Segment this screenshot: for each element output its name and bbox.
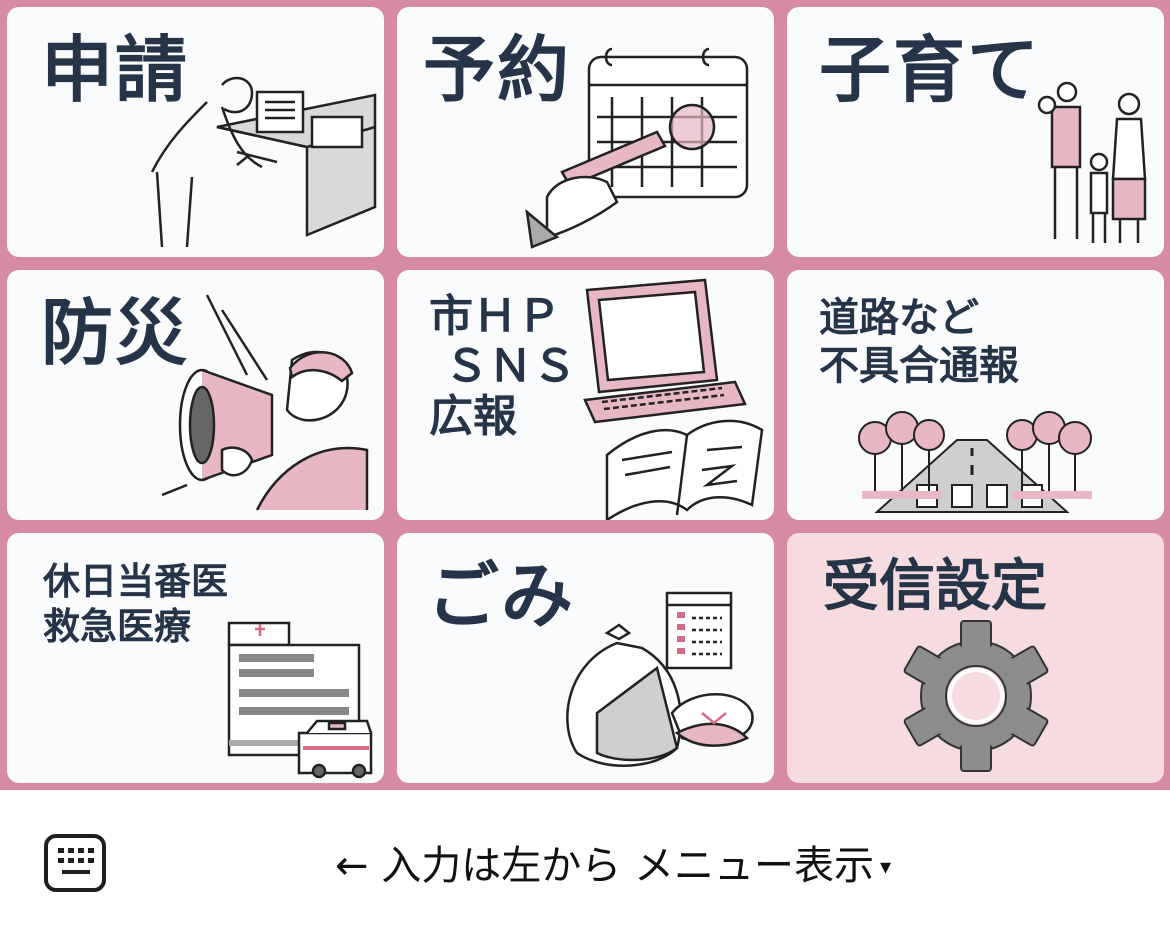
application-desk-illustration — [150, 76, 377, 248]
tile-label: ごみ — [427, 554, 576, 638]
megaphone-illustration — [161, 294, 369, 511]
tile-label: 予約 — [423, 28, 572, 112]
tile-shinsei[interactable]: 申請 — [7, 7, 384, 257]
tile-bousai[interactable]: 防災 — [7, 270, 384, 520]
tile-kosodate[interactable]: 子育て — [787, 7, 1164, 257]
tile-label: 受信設定 — [823, 554, 1047, 619]
tile-yoyaku[interactable]: 予約 — [397, 7, 774, 257]
hospital-ambulance-illustration — [227, 621, 373, 779]
tile-label: 申請 — [41, 28, 190, 112]
rich-menu-grid: 申請 予約 — [0, 0, 1170, 790]
bottom-bar — [0, 790, 1170, 944]
gear-icon — [903, 620, 1049, 772]
laptop-book-illustration — [583, 278, 764, 520]
tile-gomi[interactable]: ごみ — [397, 533, 774, 783]
menu-toggle[interactable]: ← 入力は左から メニュー表示▾ — [335, 836, 891, 896]
calendar-reservation-illustration — [525, 47, 749, 249]
tile-koho[interactable]: 市ＨＰ ＳＮＳ 広報 — [397, 270, 774, 520]
keyboard-icon[interactable] — [44, 834, 106, 892]
tile-label: 防災 — [41, 291, 190, 375]
tile-label: 子育て — [819, 28, 1042, 112]
tile-kyujitsu[interactable]: 休日当番医 救急医療 — [7, 533, 384, 783]
menu-toggle-label: ← 入力は左から メニュー表示 — [335, 843, 874, 889]
tile-label: 市ＨＰ ＳＮＳ 広報 — [429, 291, 577, 442]
chevron-down-icon: ▾ — [879, 855, 891, 880]
tile-label: 休日当番医 救急医療 — [43, 560, 228, 648]
tile-settings[interactable]: 受信設定 — [787, 533, 1164, 783]
tile-label: 道路など 不具合通報 — [819, 295, 1019, 389]
road-illustration — [858, 411, 1092, 513]
family-illustration — [1037, 81, 1147, 243]
garbage-bag-illustration — [566, 591, 754, 767]
tile-doro[interactable]: 道路など 不具合通報 — [787, 270, 1164, 520]
